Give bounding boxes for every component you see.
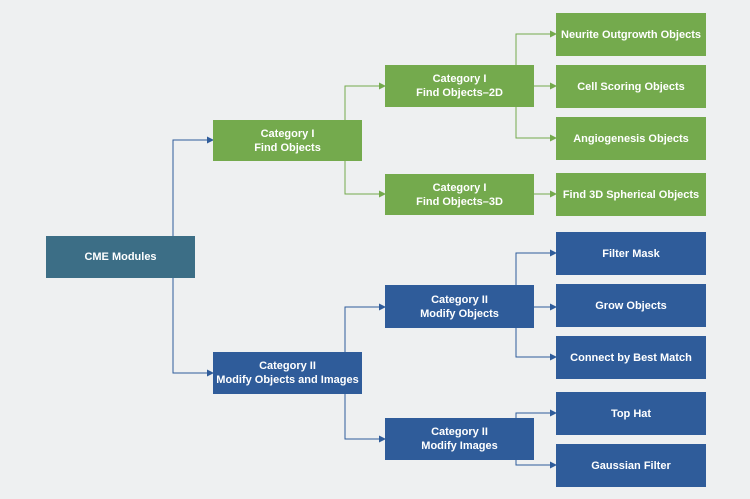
leaf-label: Gaussian Filter <box>591 459 671 472</box>
leaf-label: Filter Mask <box>602 247 660 260</box>
leaf-label: Connect by Best Match <box>570 351 692 364</box>
leaf-top-hat: Top Hat <box>556 392 706 435</box>
connector-2d-to-neurite <box>515 30 557 65</box>
node-category-ii-modify-images: Category II Modify Images <box>385 418 534 460</box>
leaf-grow-objects: Grow Objects <box>556 284 706 327</box>
leaf-neurite-outgrowth-objects: Neurite Outgrowth Objects <box>556 13 706 56</box>
connector-images-to-tophat <box>515 409 557 418</box>
connector-cat1-to-2d <box>344 82 386 120</box>
leaf-label: Find 3D Spherical Objects <box>562 188 700 201</box>
node-category-i-find-objects-3d: Category I Find Objects–3D <box>385 174 534 215</box>
connector-objects-to-connect <box>515 328 557 361</box>
node-line-2: Modify Objects and Images <box>216 374 359 386</box>
node-line-1: Category I <box>432 181 487 194</box>
node-line-1: Category I <box>432 73 487 85</box>
connector-cat1-to-3d <box>344 161 386 198</box>
root-node-label: CME Modules <box>84 251 157 263</box>
node-line-1: Category I <box>260 127 315 140</box>
node-line-2: Find Objects–2D <box>416 87 503 99</box>
node-category-ii-modify-objects: Category II Modify Objects <box>385 285 534 328</box>
connector-cat2-to-images <box>344 394 386 443</box>
leaf-gaussian-filter: Gaussian Filter <box>556 444 706 487</box>
connector-root-to-cat2 <box>172 278 214 377</box>
leaf-label: Cell Scoring Objects <box>577 80 685 93</box>
node-category-i-find-objects: Category I Find Objects <box>213 120 362 161</box>
connector-root-to-cat1 <box>172 136 214 236</box>
leaf-connect-by-best-match: Connect by Best Match <box>556 336 706 379</box>
node-line-1: Category II <box>431 426 488 438</box>
node-line-2: Modify Images <box>421 440 498 452</box>
node-category-ii-modify-objects-and-images: Category II Modify Objects and Images <box>213 352 362 394</box>
connector-2d-to-angiogenesis <box>515 107 557 142</box>
leaf-find-3d-spherical-objects: Find 3D Spherical Objects <box>556 173 706 216</box>
node-line-1: Category II <box>431 293 488 306</box>
node-line-2: Modify Objects <box>420 307 499 320</box>
node-line-1: Category II <box>259 360 316 372</box>
connector-cat2-to-objects <box>344 303 386 352</box>
leaf-label: Angiogenesis Objects <box>573 132 689 145</box>
node-line-2: Find Objects–3D <box>416 195 503 208</box>
node-category-i-find-objects-2d: Category I Find Objects–2D <box>385 65 534 107</box>
leaf-angiogenesis-objects: Angiogenesis Objects <box>556 117 706 160</box>
connector-objects-to-filtermask <box>515 249 557 285</box>
leaf-label: Top Hat <box>610 407 652 420</box>
connector-images-to-gaussian <box>515 460 557 469</box>
root-node-cme-modules: CME Modules <box>46 236 195 278</box>
leaf-cell-scoring-objects: Cell Scoring Objects <box>556 65 706 108</box>
node-line-2: Find Objects <box>254 141 321 154</box>
leaf-filter-mask: Filter Mask <box>556 232 706 275</box>
leaf-label: Grow Objects <box>595 299 667 312</box>
leaf-label: Neurite Outgrowth Objects <box>561 28 701 41</box>
